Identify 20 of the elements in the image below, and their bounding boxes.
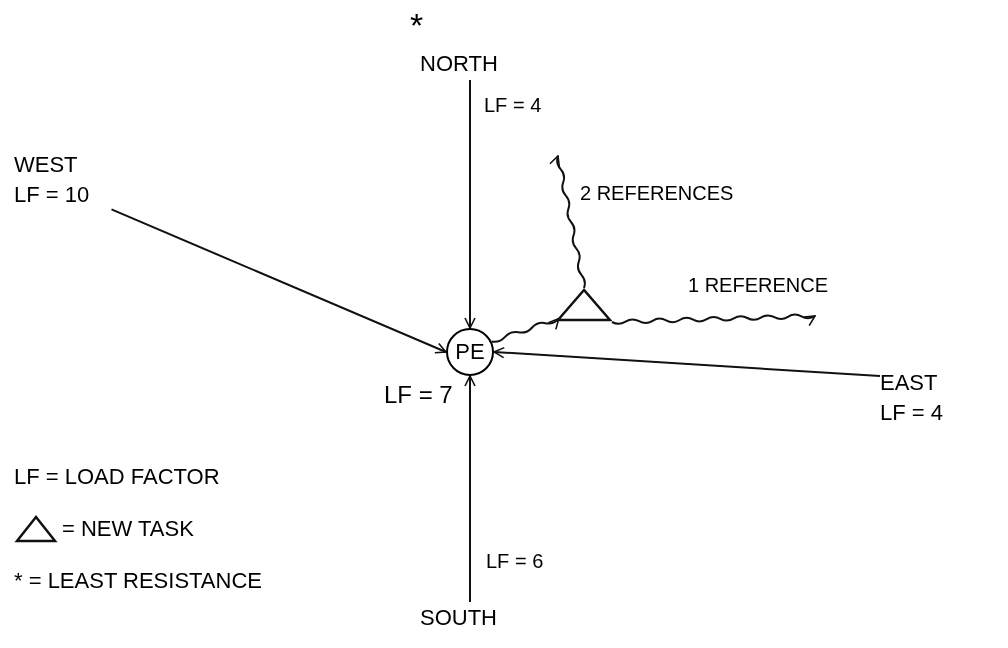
- node-name: WEST: [14, 151, 78, 179]
- load-factor-text: LF = 4: [880, 399, 943, 427]
- legend-text: * = LEAST RESISTANCE: [14, 567, 262, 595]
- node-name: SOUTH: [420, 604, 497, 632]
- asterisk-mark: *: [410, 8, 424, 42]
- arrow: [464, 375, 476, 603]
- new-task-triangle: [556, 288, 612, 322]
- load-factor-text: LF = 7: [384, 380, 453, 410]
- node-name: NORTH: [420, 50, 498, 78]
- node-name: EAST: [880, 369, 938, 397]
- arrow: [493, 346, 881, 377]
- load-factor-text: LF = 10: [14, 181, 90, 209]
- node-name: PE: [455, 338, 485, 366]
- arrow: [110, 208, 447, 354]
- wavy-arrow: [490, 317, 560, 343]
- arrow: [464, 79, 476, 329]
- wavy-arrow: [611, 313, 816, 327]
- legend-text: = NEW TASK: [62, 515, 194, 543]
- legend-text: LF = LOAD FACTOR: [14, 463, 220, 491]
- wavy-arrow: [549, 155, 586, 289]
